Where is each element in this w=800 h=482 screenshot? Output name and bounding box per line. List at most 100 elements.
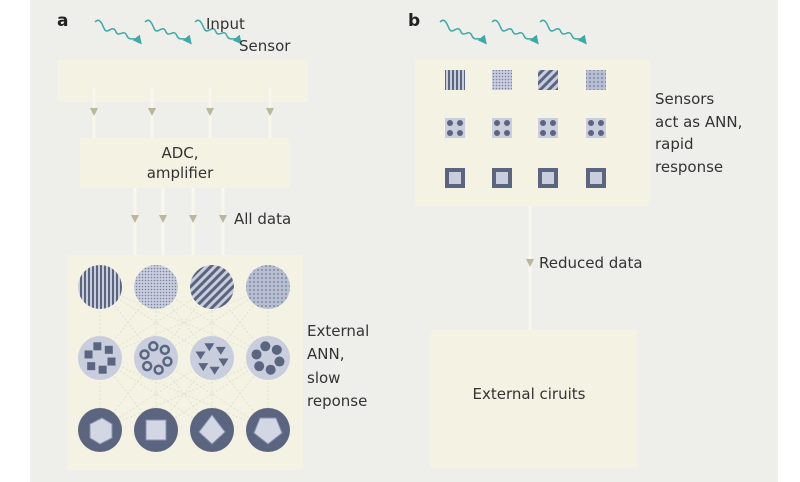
external-ann-nodes (78, 265, 290, 452)
pattern-node (190, 336, 234, 380)
3d-object-shape (253, 417, 283, 445)
ann-edge (99, 357, 269, 431)
pattern-dot (550, 120, 556, 126)
triangle-shape (198, 363, 209, 372)
external-circuits-box (430, 330, 637, 468)
ann-edge (211, 286, 269, 359)
sensor-to-adc-connectors (90, 88, 274, 138)
sensor-ann-label-line: Sensors (655, 90, 714, 108)
sensor-ann-nodes (445, 70, 606, 188)
pattern-dot (598, 130, 604, 136)
triangle-shape (209, 366, 220, 375)
pattern-dot (588, 120, 594, 126)
3d-object-shape (496, 172, 508, 184)
wave-arrow-icon (539, 19, 587, 45)
texture-sensor (586, 70, 606, 90)
external-circuits-label: External ciruits (473, 385, 586, 403)
pattern-dot (598, 120, 604, 126)
ann-label-line: ANN, (307, 345, 344, 363)
texture-sensor (538, 70, 558, 90)
sensor-ann-label-line: act as ANN, (655, 113, 742, 131)
square-shape (98, 365, 107, 374)
square-shape (107, 357, 116, 366)
adc-label: ADC, (161, 144, 198, 162)
panel-a-label: a (57, 11, 68, 31)
wave-arrow-icon (491, 19, 539, 45)
ring-shape (139, 349, 150, 360)
pattern-dot (457, 120, 463, 126)
pattern-dot (588, 130, 594, 136)
sensor-label: Sensor (239, 37, 291, 55)
square-shape (84, 350, 93, 359)
ring-shape (141, 360, 153, 372)
wave-arrow-icon (439, 19, 487, 45)
pattern-dot (504, 120, 510, 126)
arrow-icon (159, 215, 167, 223)
pattern-dot (540, 130, 546, 136)
ann-label-line: External (307, 322, 369, 340)
3d-object-shape (590, 172, 602, 184)
pentagon-shape (260, 341, 271, 352)
pentagon-shape (274, 356, 285, 367)
sensor-box (57, 60, 308, 102)
wave-arrow-icon (194, 19, 242, 45)
reduced-data-label: Reduced data (539, 254, 643, 272)
texture-node (78, 265, 122, 309)
triangle-shape (215, 346, 226, 355)
arrow-icon (219, 215, 227, 223)
pattern-dot (457, 130, 463, 136)
3d-object-shape (89, 417, 113, 445)
pattern-dot (540, 120, 546, 126)
arrow-icon (189, 215, 197, 223)
all-data-connectors (131, 188, 227, 255)
pentagon-shape (251, 349, 262, 360)
arrow-icon (90, 108, 98, 116)
triangle-shape (218, 358, 229, 367)
sensor-ann-label-line: response (655, 158, 723, 176)
wave-arrow-icon (94, 19, 142, 45)
arrow-icon (148, 108, 156, 116)
triangle-shape (204, 343, 215, 352)
all-data-label: All data (234, 210, 291, 228)
input-label: Input (206, 15, 245, 33)
square-shape (104, 345, 113, 354)
texture-sensor (492, 70, 512, 90)
ann-label-line: reponse (307, 392, 367, 410)
3d-object-shape (198, 414, 226, 445)
3d-object-shape (449, 172, 461, 184)
ann-edge (155, 286, 213, 359)
arrow-icon (206, 108, 214, 116)
arrow-icon (266, 108, 274, 116)
texture-node (246, 265, 290, 309)
pattern-dot (494, 120, 500, 126)
ann-edge (99, 286, 157, 359)
square-shape (87, 362, 96, 371)
triangle-shape (195, 351, 206, 360)
ring-shape (153, 364, 164, 375)
pattern-dot (447, 130, 453, 136)
pattern-dot (447, 120, 453, 126)
3d-object-shape (542, 172, 554, 184)
texture-node (134, 265, 178, 309)
wave-arrow-icon (144, 19, 192, 45)
arrow-icon (131, 215, 139, 223)
pentagon-shape (271, 344, 282, 355)
arrow-icon (526, 259, 534, 267)
pentagon-shape (254, 361, 265, 372)
square-shape (93, 342, 102, 351)
pentagon-shape (265, 364, 276, 375)
sensor-ann-label-line: rapid (655, 135, 694, 153)
ring-shape (148, 341, 159, 352)
ann-edge (99, 357, 269, 431)
pattern-dot (550, 130, 556, 136)
ann-label-line: slow (307, 369, 340, 387)
3d-object-shape (145, 419, 167, 441)
ring-shape (162, 356, 173, 367)
panel-b-label: b (408, 11, 420, 31)
input-signals-b (439, 19, 587, 45)
texture-node (190, 265, 234, 309)
adc-amplifier-box (80, 138, 290, 188)
pattern-dot (494, 130, 500, 136)
input-signals-a (94, 19, 242, 45)
